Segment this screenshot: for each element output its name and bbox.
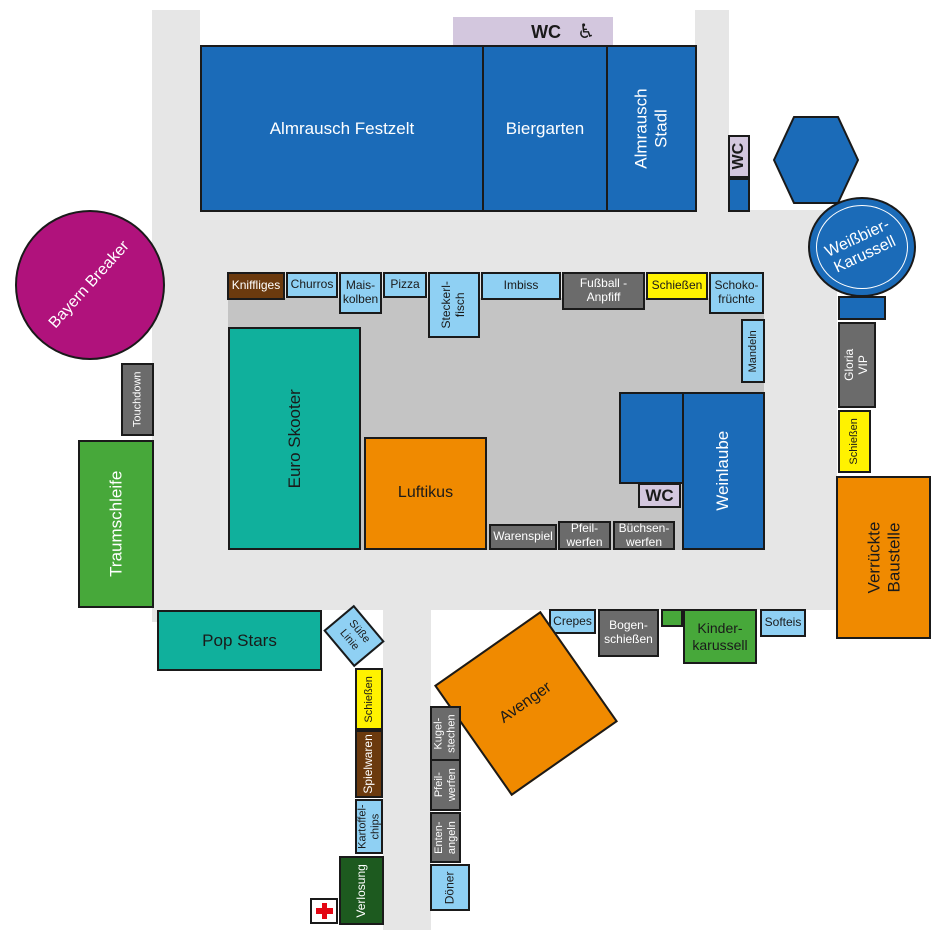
schiessen-bottom[interactable]: Schießen — [355, 668, 383, 730]
bogenschiessen-label: Bogen- schießen — [604, 618, 653, 646]
pfeilwerfen-bottom-label: Pfeil- werfen — [432, 768, 458, 802]
schiessen-top[interactable]: Schießen — [646, 272, 708, 300]
verlosung-label: Verlosung — [353, 863, 368, 918]
fussball-anpfiff[interactable]: Fußball - Anpfiff — [562, 272, 645, 310]
bogenschiessen[interactable]: Bogen- schießen — [598, 609, 659, 657]
biergarten[interactable]: Biergarten — [482, 45, 608, 212]
verlosung[interactable]: Verlosung — [339, 856, 384, 925]
kinderkarussell-label: Kinder- karussell — [692, 620, 748, 653]
touchdown-label: Touchdown — [131, 371, 144, 428]
kniffliges-label: Kniffliges — [231, 278, 281, 293]
wc-right-label: WC — [729, 143, 747, 170]
traumschleife[interactable]: Traumschleife — [78, 440, 154, 608]
verrueckte-baustelle-label: Verrückte Baustelle — [863, 521, 903, 594]
avenger-label: Avenger — [496, 678, 555, 727]
pizza-label: Pizza — [390, 277, 420, 292]
steckerlfisch-label: Steckerl- fisch — [439, 281, 467, 329]
crepes-label: Crepes — [553, 613, 592, 628]
schokofruechte[interactable]: Schoko- früchte — [709, 272, 764, 314]
crepes[interactable]: Crepes — [549, 609, 596, 634]
suesse-linie-label: Süße Linie — [337, 617, 373, 653]
maiskolben[interactable]: Mais- kolben — [339, 272, 382, 314]
pfeilwerfen-plaza-label: Pfeil- werfen — [566, 521, 603, 549]
churros-label: Churros — [290, 277, 334, 292]
wheelchair-icon: ♿ — [577, 20, 595, 43]
kartoffelchips-label: Kartoffel- chips — [356, 804, 381, 849]
mandeln-label: Mandeln — [746, 329, 759, 373]
schiessen-right[interactable]: Schießen — [838, 410, 871, 473]
wc-plaza[interactable]: WC — [638, 483, 681, 508]
churros[interactable]: Churros — [286, 272, 338, 298]
softeis-label: Softeis — [764, 615, 802, 630]
suesse-linie[interactable]: Süße Linie — [323, 604, 385, 668]
kniffliges[interactable]: Kniffliges — [227, 272, 285, 300]
warenspiel-label: Warenspiel — [493, 529, 553, 544]
buechsenwerfen[interactable]: Büchsen- werfen — [613, 521, 675, 550]
weinlaube-annex — [619, 392, 685, 484]
luftikus-label: Luftikus — [397, 484, 454, 502]
biergarten-label: Biergarten — [505, 118, 585, 138]
maiskolben-label: Mais- kolben — [342, 278, 379, 306]
avenger[interactable]: Avenger — [434, 610, 618, 797]
traumschleife-label: Traumschleife — [106, 470, 126, 578]
walkway-top-right — [695, 10, 729, 215]
warenspiel[interactable]: Warenspiel — [489, 524, 557, 550]
wc-right[interactable]: WC — [728, 135, 750, 178]
weinlaube[interactable]: Weinlaube — [682, 392, 765, 550]
doener-label: Döner — [442, 871, 457, 904]
luftikus[interactable]: Luftikus — [364, 437, 487, 550]
steckerlfisch[interactable]: Steckerl- fisch — [428, 272, 480, 338]
imbiss-label: Imbiss — [503, 278, 539, 293]
almrausch-stadl-label: Almrausch Stadl — [631, 88, 671, 169]
wc-plaza-label: WC — [645, 485, 674, 505]
imbiss[interactable]: Imbiss — [481, 272, 561, 300]
pop-stars[interactable]: Pop Stars — [157, 610, 322, 671]
entenangeln[interactable]: Enten- angeln — [430, 812, 461, 863]
kinderkarussell[interactable]: Kinder- karussell — [683, 609, 757, 664]
spielwaren-label: Spielwaren — [361, 734, 376, 794]
euro-skooter-label: Euro Skooter — [284, 388, 304, 489]
pizza[interactable]: Pizza — [383, 272, 427, 298]
kugelstechen[interactable]: Kugel- stechen — [430, 706, 461, 761]
bayern-breaker[interactable]: Bayern Breaker — [15, 210, 165, 360]
gloria-vip-label: Gloria VIP — [842, 349, 870, 382]
almrausch-festzelt-label: Almrausch Festzelt — [269, 118, 415, 138]
gloria-vip[interactable]: Gloria VIP — [838, 322, 876, 408]
pfeilwerfen-bottom[interactable]: Pfeil- werfen — [430, 759, 461, 811]
wc-top[interactable]: WC ♿ — [453, 17, 613, 47]
mandeln[interactable]: Mandeln — [741, 319, 765, 383]
weissbier-karussell-label: Weißbier- Karussell — [822, 215, 899, 277]
schokofruechte-label: Schoko- früchte — [714, 278, 759, 306]
kinderkarussell-annex — [661, 609, 683, 627]
red-cross-icon[interactable] — [310, 898, 338, 924]
euro-skooter[interactable]: Euro Skooter — [228, 327, 361, 550]
kugelstechen-label: Kugel- stechen — [432, 714, 458, 753]
wc-top-label: WC — [531, 21, 562, 42]
weissbier-karussell[interactable]: Weißbier- Karussell — [808, 197, 916, 297]
walkway-left-lower — [383, 600, 431, 930]
pop-stars-label: Pop Stars — [202, 630, 277, 650]
softeis[interactable]: Softeis — [760, 609, 806, 637]
schiessen-right-label: Schießen — [848, 418, 861, 465]
bayern-breaker-label: Bayern Breaker — [46, 237, 134, 332]
kartoffelchips[interactable]: Kartoffel- chips — [355, 799, 383, 854]
doener[interactable]: Döner — [430, 864, 470, 911]
verrueckte-baustelle[interactable]: Verrückte Baustelle — [836, 476, 931, 639]
almrausch-festzelt[interactable]: Almrausch Festzelt — [200, 45, 484, 212]
hexagon-pavilion — [772, 116, 860, 204]
weinlaube-label: Weinlaube — [713, 430, 733, 512]
pfeilwerfen-plaza[interactable]: Pfeil- werfen — [558, 521, 611, 550]
wc-right-block — [728, 178, 750, 212]
touchdown[interactable]: Touchdown — [121, 363, 154, 436]
weissbier-karussell-annex — [838, 296, 886, 320]
fussball-anpfiff-label: Fußball - Anpfiff — [579, 276, 628, 304]
schiessen-bottom-label: Schießen — [362, 675, 375, 723]
spielwaren[interactable]: Spielwaren — [355, 730, 383, 798]
entenangeln-label: Enten- angeln — [432, 820, 458, 855]
almrausch-stadl[interactable]: Almrausch Stadl — [606, 45, 697, 212]
buechsenwerfen-label: Büchsen- werfen — [618, 521, 670, 549]
schiessen-top-label: Schießen — [651, 278, 703, 293]
